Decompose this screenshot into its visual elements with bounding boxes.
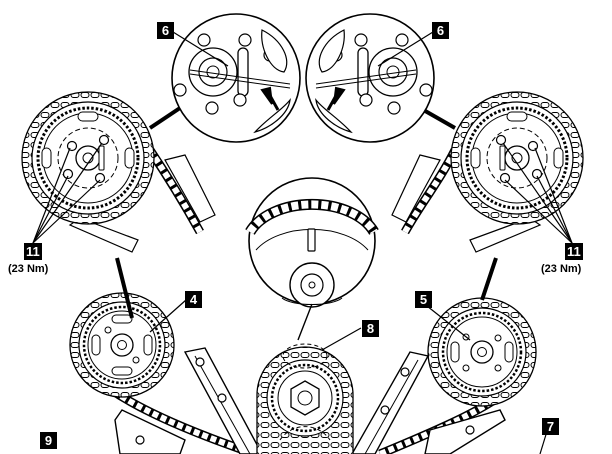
callout-8: 8	[362, 320, 379, 337]
lower-right-guide	[424, 409, 506, 454]
crank-sprocket	[256, 343, 354, 454]
leader-4	[149, 299, 187, 333]
left-upper-chain-run	[68, 147, 216, 253]
lower-left-guide	[114, 409, 186, 454]
crank-mark-detail	[245, 177, 379, 308]
left-sprocket-pointer	[115, 257, 134, 319]
callout-11-left: 11	[24, 243, 42, 260]
right-detail-pointer	[419, 106, 456, 130]
right-cam-sprocket	[427, 297, 537, 407]
leaders-11-right	[502, 142, 573, 244]
callout-6-left: 6	[157, 22, 174, 39]
right-tensioner-rail	[351, 351, 430, 454]
detail-pointer-center	[297, 303, 313, 341]
left-cam-mark-detail	[171, 13, 301, 143]
leader-8	[321, 327, 362, 351]
callout-4: 4	[185, 291, 202, 308]
leader-6-right	[377, 31, 434, 67]
callout-9: 9	[40, 432, 57, 449]
leader-5	[426, 305, 471, 341]
torque-spec-left: (23 Nm)	[8, 263, 49, 275]
right-sprocket-pointer	[480, 257, 498, 301]
right-cam-mark-detail	[305, 13, 435, 143]
callout-6-right: 6	[432, 22, 449, 39]
torque-spec-right: (23 Nm)	[541, 263, 582, 275]
callout-7: 7	[542, 418, 559, 435]
leader-6-left	[172, 31, 229, 67]
left-upper-cam-gear	[21, 91, 155, 225]
leaders-11-left	[32, 142, 103, 244]
right-upper-cam-gear	[450, 91, 584, 225]
callout-11-right: 11	[565, 243, 583, 260]
callout-5: 5	[415, 291, 432, 308]
left-cam-sprocket	[69, 292, 175, 398]
left-tensioner-rail	[183, 347, 263, 454]
